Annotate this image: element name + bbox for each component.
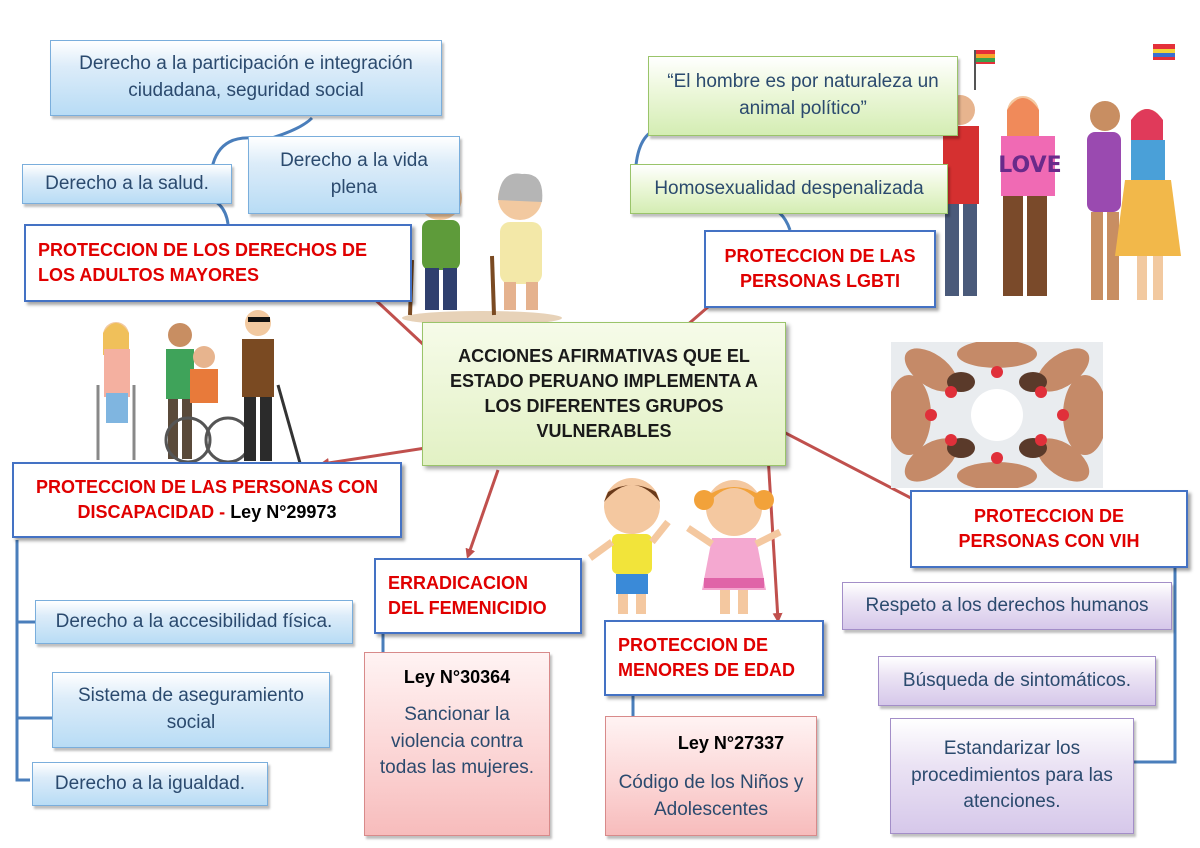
disability-group-illustration	[96, 310, 302, 464]
kids-illustration	[587, 478, 782, 614]
love-banner-text: LOVE	[998, 153, 1061, 178]
menores-detail-box: Ley N°27337 Código de los Niños y Adoles…	[605, 716, 817, 836]
discapacidad-item-igualdad-text: Derecho a la igualdad.	[54, 772, 246, 794]
central-topic-text: ACCIONES AFIRMATIVAS QUE EL ESTADO PERUA…	[449, 345, 758, 442]
adultos-item-vida-text: Derecho a la vida plena	[280, 150, 428, 198]
feminicidio-detail-box: Ley N°30364 Sancionar la violencia contr…	[364, 652, 550, 836]
discapacidad-item-aseguramiento-text: Sistema de aseguramiento social	[77, 685, 304, 733]
feminicidio-title: ERRADICACION DEL FEMENICIDIO	[374, 558, 582, 634]
lgbti-item-homosexualidad-text: Homosexualidad despenalizada	[654, 177, 924, 199]
discapacidad-law: Ley N°29973	[230, 502, 337, 522]
lgbti-item-quote: “El hombre es por naturaleza un animal p…	[648, 56, 958, 136]
vih-title: PROTECCION DE PERSONAS CON VIH	[910, 490, 1188, 568]
lgbti-title: PROTECCION DE LAS PERSONAS LGBTI	[704, 230, 936, 308]
vih-item-sintomaticos-text: Búsqueda de sintomáticos.	[902, 669, 1132, 691]
discapacidad-item-accesibilidad-text: Derecho a la accesibilidad física.	[55, 610, 333, 632]
discapacidad-title: PROTECCION DE LAS PERSONAS CON DISCAPACI…	[12, 462, 402, 538]
menores-detail-text: Código de los Niños y Adolescentes	[618, 772, 804, 820]
discapacidad-title-text: PROTECCION DE LAS PERSONAS CON DISCAPACI…	[26, 475, 388, 525]
adultos-title: PROTECCION DE LOS DERECHOS DE LOS ADULTO…	[24, 224, 412, 302]
adultos-item-participacion: Derecho a la participación e integración…	[50, 40, 442, 116]
conn-discapacidad	[15, 540, 30, 782]
lgbti-item-homosexualidad: Homosexualidad despenalizada	[630, 164, 948, 214]
adultos-item-salud-text: Derecho a la salud.	[45, 172, 209, 194]
lgbti-group-illustration: LOVE	[943, 44, 1181, 300]
vih-item-sintomaticos: Búsqueda de sintomáticos.	[878, 656, 1156, 706]
feminicidio-title-text: ERRADICACION DEL FEMENICIDIO	[388, 572, 547, 618]
adultos-item-salud: Derecho a la salud.	[22, 164, 232, 204]
vih-item-estandarizar-text: Estandarizar los procedimientos para las…	[911, 738, 1113, 813]
vih-hands-photo	[891, 342, 1103, 488]
feminicidio-detail-text: Sancionar la violencia contra todas las …	[379, 704, 535, 779]
vih-item-respeto-text: Respeto a los derechos humanos	[865, 594, 1149, 616]
lgbti-title-text: PROTECCION DE LAS PERSONAS LGBTI	[724, 245, 916, 291]
discapacidad-title-label: PROTECCION DE LAS PERSONAS CON DISCAPACI…	[35, 476, 379, 522]
vih-item-estandarizar: Estandarizar los procedimientos para las…	[890, 718, 1134, 834]
central-topic: ACCIONES AFIRMATIVAS QUE EL ESTADO PERUA…	[422, 322, 786, 466]
menores-law: Ley N°27337	[677, 733, 785, 753]
discapacidad-item-aseguramiento: Sistema de aseguramiento social	[52, 672, 330, 748]
menores-title: PROTECCION DE MENORES DE EDAD	[604, 620, 824, 696]
adultos-item-participacion-text: Derecho a la participación e integración…	[79, 53, 413, 101]
adultos-item-vida: Derecho a la vida plena	[248, 136, 460, 214]
lgbti-item-quote-text: “El hombre es por naturaleza un animal p…	[667, 71, 939, 119]
discapacidad-item-accesibilidad: Derecho a la accesibilidad física.	[35, 600, 353, 644]
arrow-feminicidio	[465, 469, 500, 559]
vih-item-respeto: Respeto a los derechos humanos	[842, 582, 1172, 630]
discapacidad-item-igualdad: Derecho a la igualdad.	[32, 762, 268, 806]
conn-vih	[1134, 565, 1177, 764]
vih-title-text: PROTECCION DE PERSONAS CON VIH	[958, 505, 1140, 551]
adultos-title-text: PROTECCION DE LOS DERECHOS DE LOS ADULTO…	[38, 239, 368, 285]
feminicidio-law: Ley N°30364	[403, 667, 511, 687]
menores-title-text: PROTECCION DE MENORES DE EDAD	[618, 634, 796, 680]
